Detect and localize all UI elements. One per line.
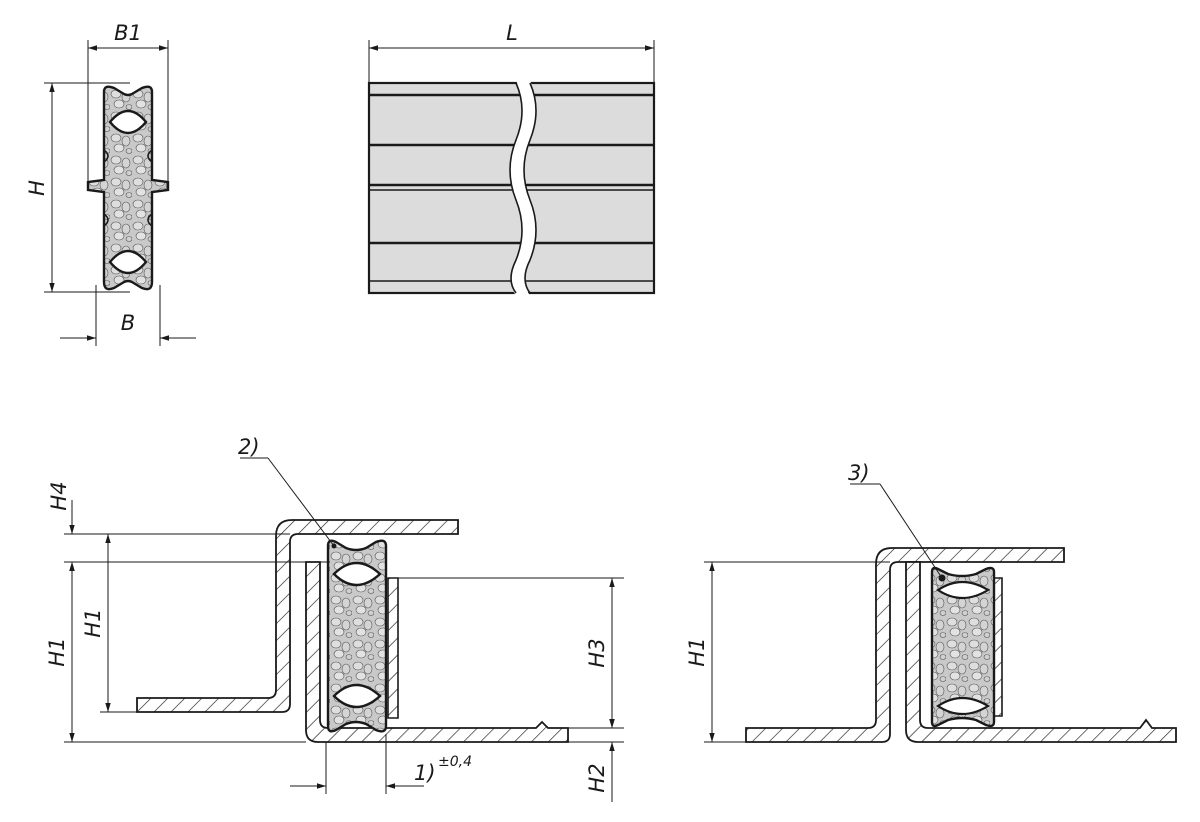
lower-sheet-left bbox=[305, 561, 569, 743]
note-3-leader-dot bbox=[938, 574, 946, 582]
left-side-notch-lower bbox=[103, 213, 109, 227]
break-line-right bbox=[523, 82, 537, 294]
installed-seal-right-lower-chamber bbox=[936, 696, 991, 716]
note-3-leader-line bbox=[879, 483, 943, 579]
installation-view-left: H4 H1 H1 H3 H2 1) ±0,4 2) bbox=[45, 435, 624, 802]
b-label: B bbox=[121, 311, 135, 335]
h3-label: H3 bbox=[585, 638, 609, 667]
length-view: L bbox=[367, 21, 656, 296]
upper-sheet-right bbox=[745, 547, 1065, 743]
note-2-label: 2) bbox=[238, 435, 260, 459]
lower-hollow-chamber bbox=[108, 249, 148, 275]
profile-cross-section: B1 H B bbox=[25, 21, 196, 346]
lower-sheet-right bbox=[905, 561, 1177, 743]
lower-inner-wall-left bbox=[387, 577, 399, 719]
note-3-label: 3) bbox=[848, 461, 870, 485]
h1-outer-label: H1 bbox=[45, 637, 69, 666]
left-side-notch-upper bbox=[103, 149, 109, 163]
right-side-notch-upper bbox=[147, 149, 153, 163]
h2-label: H2 bbox=[585, 763, 609, 792]
h4-label: H4 bbox=[47, 481, 71, 510]
note-1-label: 1) bbox=[414, 761, 436, 785]
right-side-notch-lower bbox=[147, 213, 153, 227]
installed-seal-right-upper-chamber bbox=[936, 580, 991, 600]
break-gap bbox=[510, 80, 536, 296]
installed-seal-left-upper-chamber bbox=[332, 561, 382, 587]
installed-seal-right bbox=[930, 566, 996, 728]
note-2-leader-dot bbox=[331, 543, 337, 549]
h-label: H bbox=[25, 180, 49, 196]
break-line-left bbox=[509, 82, 523, 294]
installed-seal-left-lower-chamber bbox=[332, 683, 382, 709]
installed-seal-left bbox=[326, 539, 388, 733]
h1-inner-label: H1 bbox=[81, 608, 105, 637]
upper-hollow-chamber bbox=[108, 109, 148, 135]
l-label: L bbox=[506, 21, 518, 45]
seal-profile-body bbox=[86, 85, 170, 291]
h1-right-label: H1 bbox=[685, 637, 709, 666]
note-2-leader-line bbox=[267, 457, 335, 547]
installation-view-right: H1 3) bbox=[685, 461, 1177, 743]
upper-sheet-left bbox=[136, 519, 459, 713]
b1-label: B1 bbox=[114, 21, 142, 45]
tolerance-label: ±0,4 bbox=[438, 754, 472, 770]
